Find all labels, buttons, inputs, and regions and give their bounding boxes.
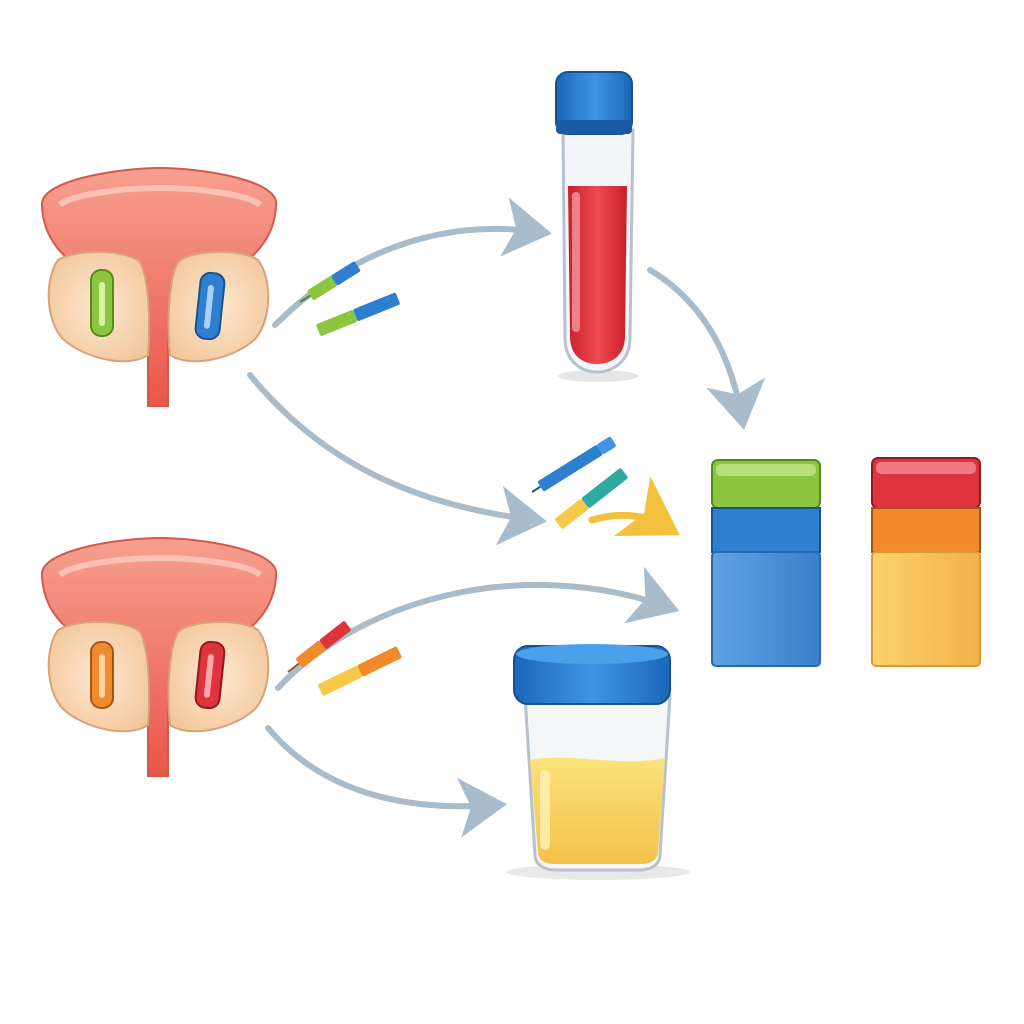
urine-cup [506, 644, 690, 880]
probe-top-2 [316, 292, 400, 336]
blood-tube-highlight [572, 192, 580, 332]
probe-bottom-1 [287, 621, 351, 673]
arrow-prostate-to-markers [247, 372, 547, 546]
prostate-top [40, 166, 278, 407]
prostate-top-rim [57, 184, 263, 208]
stack-left [711, 459, 821, 667]
blood-tube [555, 71, 638, 382]
prostate-bottom [40, 536, 278, 777]
probes-middle [531, 436, 628, 529]
arrow-prostate2-to-urine [265, 725, 507, 838]
blood-tube-cap-rim [556, 120, 632, 134]
probe-top-1 [299, 261, 361, 303]
prostate-bottom-orange-marker-highlight [99, 654, 105, 698]
arrow-blood-to-stack [647, 267, 766, 430]
stack-right-layer-yellow [871, 551, 981, 667]
blood-tube-fill [568, 186, 627, 364]
urine-cup-highlight [540, 770, 550, 850]
probe-middle-2 [555, 468, 628, 529]
stack-right-layer-orange [871, 507, 981, 553]
prostate-bottom-red-marker-highlight [203, 653, 214, 698]
stack-left-layer-green-shine [716, 464, 816, 476]
probes-bottom [287, 621, 402, 696]
prostate-top-blue-marker-highlight [203, 284, 214, 329]
stack-right [871, 457, 981, 667]
probe-bottom-2 [318, 646, 402, 696]
arrow-markers-to-stack [588, 476, 680, 537]
stack-right-layer-red-shine [876, 462, 976, 474]
urine-cup-fill [530, 757, 665, 864]
probe-middle-1 [531, 436, 616, 493]
stack-left-layer-blue-body [711, 551, 821, 667]
urine-cup-lid-top [516, 644, 668, 664]
prostate-top-green-marker-highlight [99, 282, 105, 326]
blood-tube-shadow [558, 370, 638, 382]
prostate-bottom-rim [57, 554, 263, 578]
probes-top [299, 261, 400, 336]
arrow-prostate-to-blood [272, 197, 552, 328]
stack-left-layer-blue-band [711, 507, 821, 553]
